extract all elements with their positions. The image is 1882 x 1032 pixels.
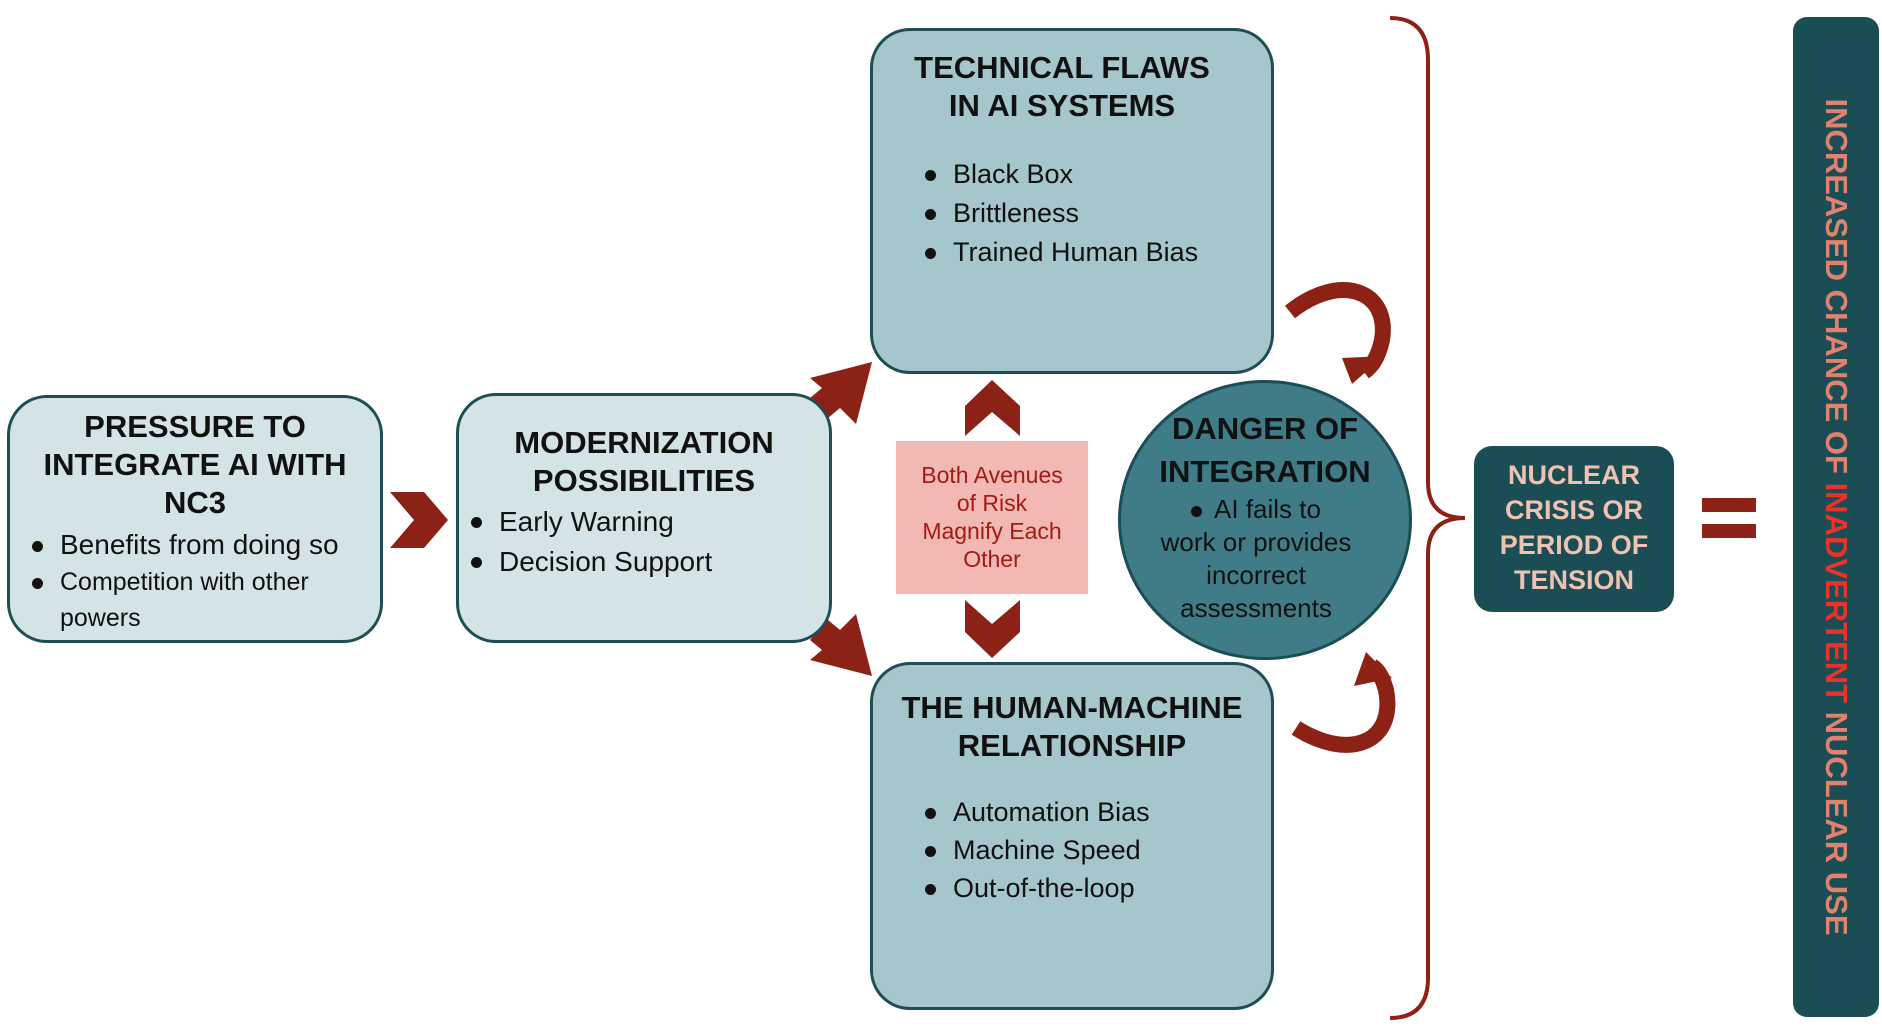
result-banner-highlight: INADVERTENT xyxy=(1819,482,1854,704)
bullet-item: Out-of-the-loop xyxy=(913,869,1271,907)
equals-sign xyxy=(1702,498,1756,538)
human-machine-box: THE HUMAN-MACHINE RELATIONSHIP Automatio… xyxy=(870,662,1274,1010)
danger-circle-title: DANGER OF INTEGRATION xyxy=(1159,411,1371,489)
chevron-arrow-up xyxy=(965,380,1020,436)
curved-arrow-bottom xyxy=(1291,652,1396,753)
bullet-item: Brittleness xyxy=(913,194,1271,233)
bullet-item: Automation Bias xyxy=(913,793,1271,831)
magnify-note: Both Avenues of Risk Magnify Each Other xyxy=(896,441,1088,594)
bullet-item: Black Box xyxy=(913,155,1271,194)
technical-flaws-box: TECHNICAL FLAWS IN AI SYSTEMS Black Box … xyxy=(870,28,1274,374)
human-machine-box-bullets: Automation Bias Machine Speed Out-of-the… xyxy=(873,793,1271,907)
modernization-box-title: MODERNIZATION POSSIBILITIES xyxy=(514,425,774,498)
bullet-item: Competition with other powers xyxy=(20,564,360,636)
pressure-box-bullets: Benefits from doing so Competition with … xyxy=(10,526,380,636)
technical-flaws-box-title: TECHNICAL FLAWS IN AI SYSTEMS xyxy=(914,50,1210,123)
bullet-item: Early Warning xyxy=(459,502,829,542)
modernization-box-bullets: Early Warning Decision Support xyxy=(459,502,829,582)
chevron-arrow-down xyxy=(965,600,1020,658)
diagonal-arrow-down-right xyxy=(810,614,872,676)
modernization-box: MODERNIZATION POSSIBILITIES Early Warnin… xyxy=(456,393,832,643)
result-banner-text: INCREASED CHANCE OF INADVERTENT NUCLEAR … xyxy=(1819,98,1854,936)
bullet-item: Decision Support xyxy=(459,542,829,582)
bullet-dot xyxy=(1191,505,1203,517)
bullet-item: Benefits from doing so xyxy=(20,526,380,564)
technical-flaws-box-bullets: Black Box Brittleness Trained Human Bias xyxy=(873,155,1271,272)
bullet-item: Trained Human Bias xyxy=(913,233,1271,272)
curved-arrow-top xyxy=(1285,282,1391,384)
danger-circle-body: AI fails to work or provides incorrect a… xyxy=(1160,494,1352,623)
nuclear-crisis-box: NUCLEAR CRISIS OR PERIOD OF TENSION xyxy=(1474,446,1674,612)
pressure-box: PRESSURE TO INTEGRATE AI WITH NC3 Benefi… xyxy=(7,395,383,643)
result-banner: INCREASED CHANCE OF INADVERTENT NUCLEAR … xyxy=(1793,17,1879,1017)
human-machine-box-title: THE HUMAN-MACHINE RELATIONSHIP xyxy=(901,690,1243,763)
bullet-item: Machine Speed xyxy=(913,831,1271,869)
pressure-box-title: PRESSURE TO INTEGRATE AI WITH NC3 xyxy=(43,409,347,520)
chevron-arrow-right xyxy=(390,492,448,548)
danger-circle: DANGER OF INTEGRATION AI fails to work o… xyxy=(1118,380,1412,660)
diagonal-arrow-up-right xyxy=(810,362,872,424)
right-curly-brace xyxy=(1389,16,1466,1020)
